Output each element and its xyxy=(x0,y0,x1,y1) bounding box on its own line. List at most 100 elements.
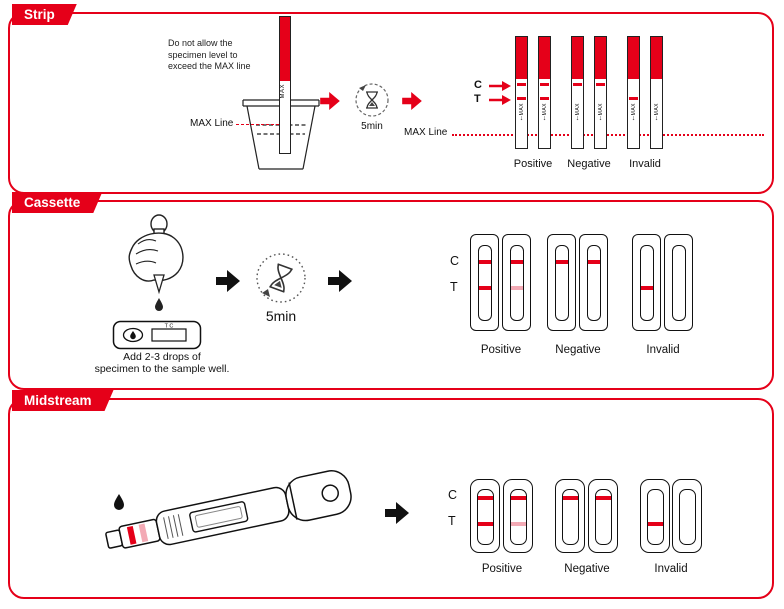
cassette-result-device xyxy=(664,234,693,331)
control-line-label: C xyxy=(450,254,460,268)
max-down-arrow-icon: ↓ xyxy=(631,115,636,123)
result-line-c xyxy=(540,83,549,86)
result-line-c xyxy=(511,260,523,264)
test-line-label: T xyxy=(448,514,456,528)
drop-icon xyxy=(155,298,163,311)
max-line-callout-label: MAX Line xyxy=(190,118,234,129)
result-line-c xyxy=(596,83,605,86)
strip-max-marker: MAX↓ xyxy=(574,103,581,123)
midstream-tab-label: Midstream xyxy=(24,393,92,408)
midstream-section-tab: Midstream xyxy=(12,390,114,411)
result-line-t xyxy=(511,522,526,526)
cassette-section: Cassette T C Add 2-3 drops of specim xyxy=(8,200,774,390)
result-label-positive: Positive xyxy=(481,563,523,575)
strip-max-marker: MAX↓ xyxy=(630,103,637,123)
result-line-c xyxy=(588,260,600,264)
result-window xyxy=(640,245,654,321)
timer-clock-icon xyxy=(355,83,389,117)
result-label-negative: Negative xyxy=(567,158,611,170)
window-marks: T C xyxy=(165,324,174,330)
strip-result-device: MAX↓ xyxy=(650,36,663,149)
cassette-tab-label: Cassette xyxy=(24,195,81,210)
drop-icon xyxy=(130,331,136,340)
max-line-callout-line xyxy=(236,124,279,125)
result-window xyxy=(510,489,527,545)
strip-max-marker: MAX↓ xyxy=(518,103,525,123)
result-line-t xyxy=(478,522,493,526)
strip-max-text: MAX xyxy=(280,84,286,99)
test-line-label: T xyxy=(474,93,481,105)
max-down-arrow-icon: ↓ xyxy=(542,115,547,123)
midstream-result-device xyxy=(503,479,533,553)
result-line-t xyxy=(641,286,653,290)
strip-red-pad xyxy=(516,37,527,79)
cassette-result-device xyxy=(470,234,499,331)
strip-tab-label: Strip xyxy=(24,7,55,22)
test-line-label: T xyxy=(450,280,458,294)
max-down-arrow-icon: ↓ xyxy=(654,115,659,123)
result-line-c xyxy=(573,83,582,86)
result-line-c xyxy=(556,260,568,264)
result-line-t xyxy=(517,97,526,100)
control-line-label: C xyxy=(448,488,458,502)
strip-red-pad xyxy=(572,37,583,79)
device-cap xyxy=(285,470,352,522)
c-arrow-icon xyxy=(489,81,511,91)
strip-section-tab: Strip xyxy=(12,4,77,25)
strip-red-pad xyxy=(595,37,606,79)
result-label-invalid: Invalid xyxy=(629,158,661,170)
strip-red-pad xyxy=(539,37,550,79)
result-label-negative: Negative xyxy=(564,563,610,575)
midstream-device-illustration xyxy=(105,470,352,549)
midstream-result-device xyxy=(555,479,585,553)
cassette-top-view-illustration: T C xyxy=(112,320,202,350)
result-label-positive: Positive xyxy=(513,158,553,170)
cassette-result-device xyxy=(632,234,661,331)
result-label-invalid: Invalid xyxy=(654,563,688,575)
result-line-t xyxy=(479,286,491,290)
dipped-test-strip: MAX xyxy=(279,16,291,154)
strip-result-device: MAX↓ xyxy=(594,36,607,149)
midstream-result-device xyxy=(672,479,702,553)
arrow-right-icon xyxy=(402,92,422,110)
result-window xyxy=(679,489,696,545)
results-max-dotted-line xyxy=(452,134,764,136)
cassette-result-device xyxy=(502,234,531,331)
result-window xyxy=(477,489,494,545)
result-line-c xyxy=(479,260,491,264)
result-label-invalid: Invalid xyxy=(646,344,680,356)
strip-instruction-text: Do not allow the specimen level to excee… xyxy=(168,38,251,71)
control-line-label: C xyxy=(474,79,482,91)
result-window xyxy=(555,245,569,321)
strip-result-device: MAX↓ xyxy=(515,36,528,149)
result-window xyxy=(562,489,579,545)
strip-result-device: MAX↓ xyxy=(571,36,584,149)
strip-timer-label: 5min xyxy=(361,121,383,132)
result-line-c xyxy=(478,496,493,500)
hand-dropper-illustration xyxy=(128,214,184,311)
result-line-c xyxy=(517,83,526,86)
arrow-right-icon xyxy=(328,270,352,292)
max-down-arrow-icon: ↓ xyxy=(598,115,603,123)
strip-max-marker: MAX↓ xyxy=(597,103,604,123)
strip-red-pad xyxy=(628,37,639,79)
result-window xyxy=(587,245,601,321)
result-window xyxy=(478,245,492,321)
arrow-right-icon xyxy=(216,270,240,292)
arrow-right-icon xyxy=(385,502,409,524)
result-line-t xyxy=(629,97,638,100)
result-window xyxy=(672,245,686,321)
cassette-section-tab: Cassette xyxy=(12,192,102,213)
timer-clock-icon xyxy=(256,253,306,303)
result-label-positive: Positive xyxy=(480,344,522,356)
result-window xyxy=(647,489,664,545)
midstream-result-device xyxy=(588,479,618,553)
strip-section: Strip Do not allow the specimen level to… xyxy=(8,12,774,194)
midstream-result-device xyxy=(640,479,670,553)
max-down-arrow-icon: ↓ xyxy=(575,115,580,123)
results-max-line-label: MAX Line xyxy=(404,127,448,138)
result-line-c xyxy=(563,496,578,500)
cassette-timer-label: 5min xyxy=(265,308,297,324)
result-window xyxy=(595,489,612,545)
